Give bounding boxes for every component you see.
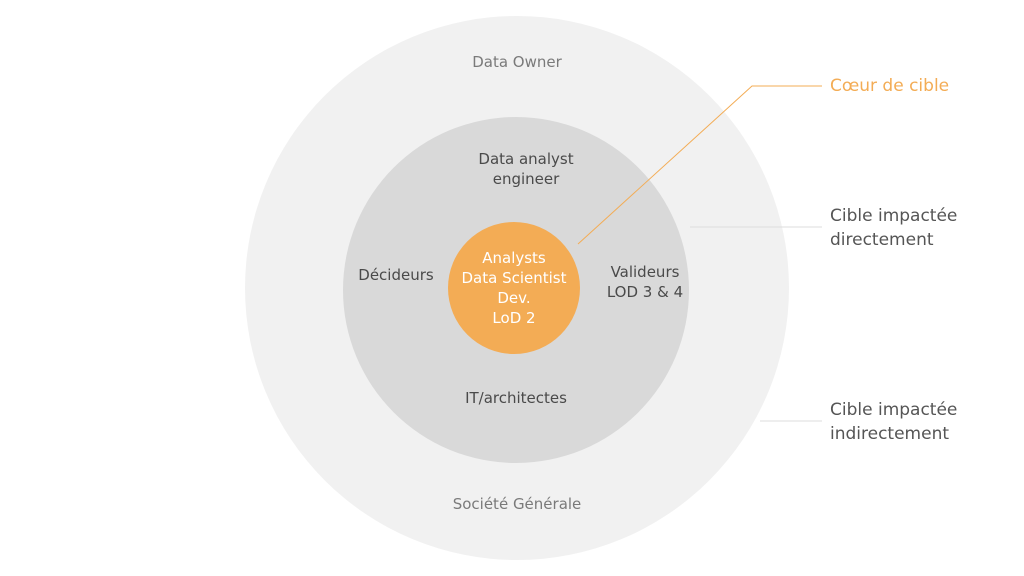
middle-ring-left-label: Décideurs [358, 266, 434, 284]
legend-core-target: Cœur de cible [830, 76, 950, 96]
core-leader-line [577, 85, 822, 245]
core-label: Analysts Data Scientist Dev. LoD 2 [461, 249, 567, 327]
middle-ring-bottom-label: IT/architectes [465, 389, 567, 407]
outer-ring-top-label: Data Owner [472, 53, 562, 71]
outer-ring-bottom-label: Société Générale [452, 495, 582, 513]
legend-direct-target: Cible impactée directement [830, 206, 958, 250]
legend-indirect-target: Cible impactée indirectement [830, 400, 958, 444]
middle-ring-right-label: Valideurs LOD 3 & 4 [606, 263, 684, 301]
core-circle [448, 222, 580, 354]
middle-ring-top-label: Data analyst engineer [478, 150, 574, 188]
